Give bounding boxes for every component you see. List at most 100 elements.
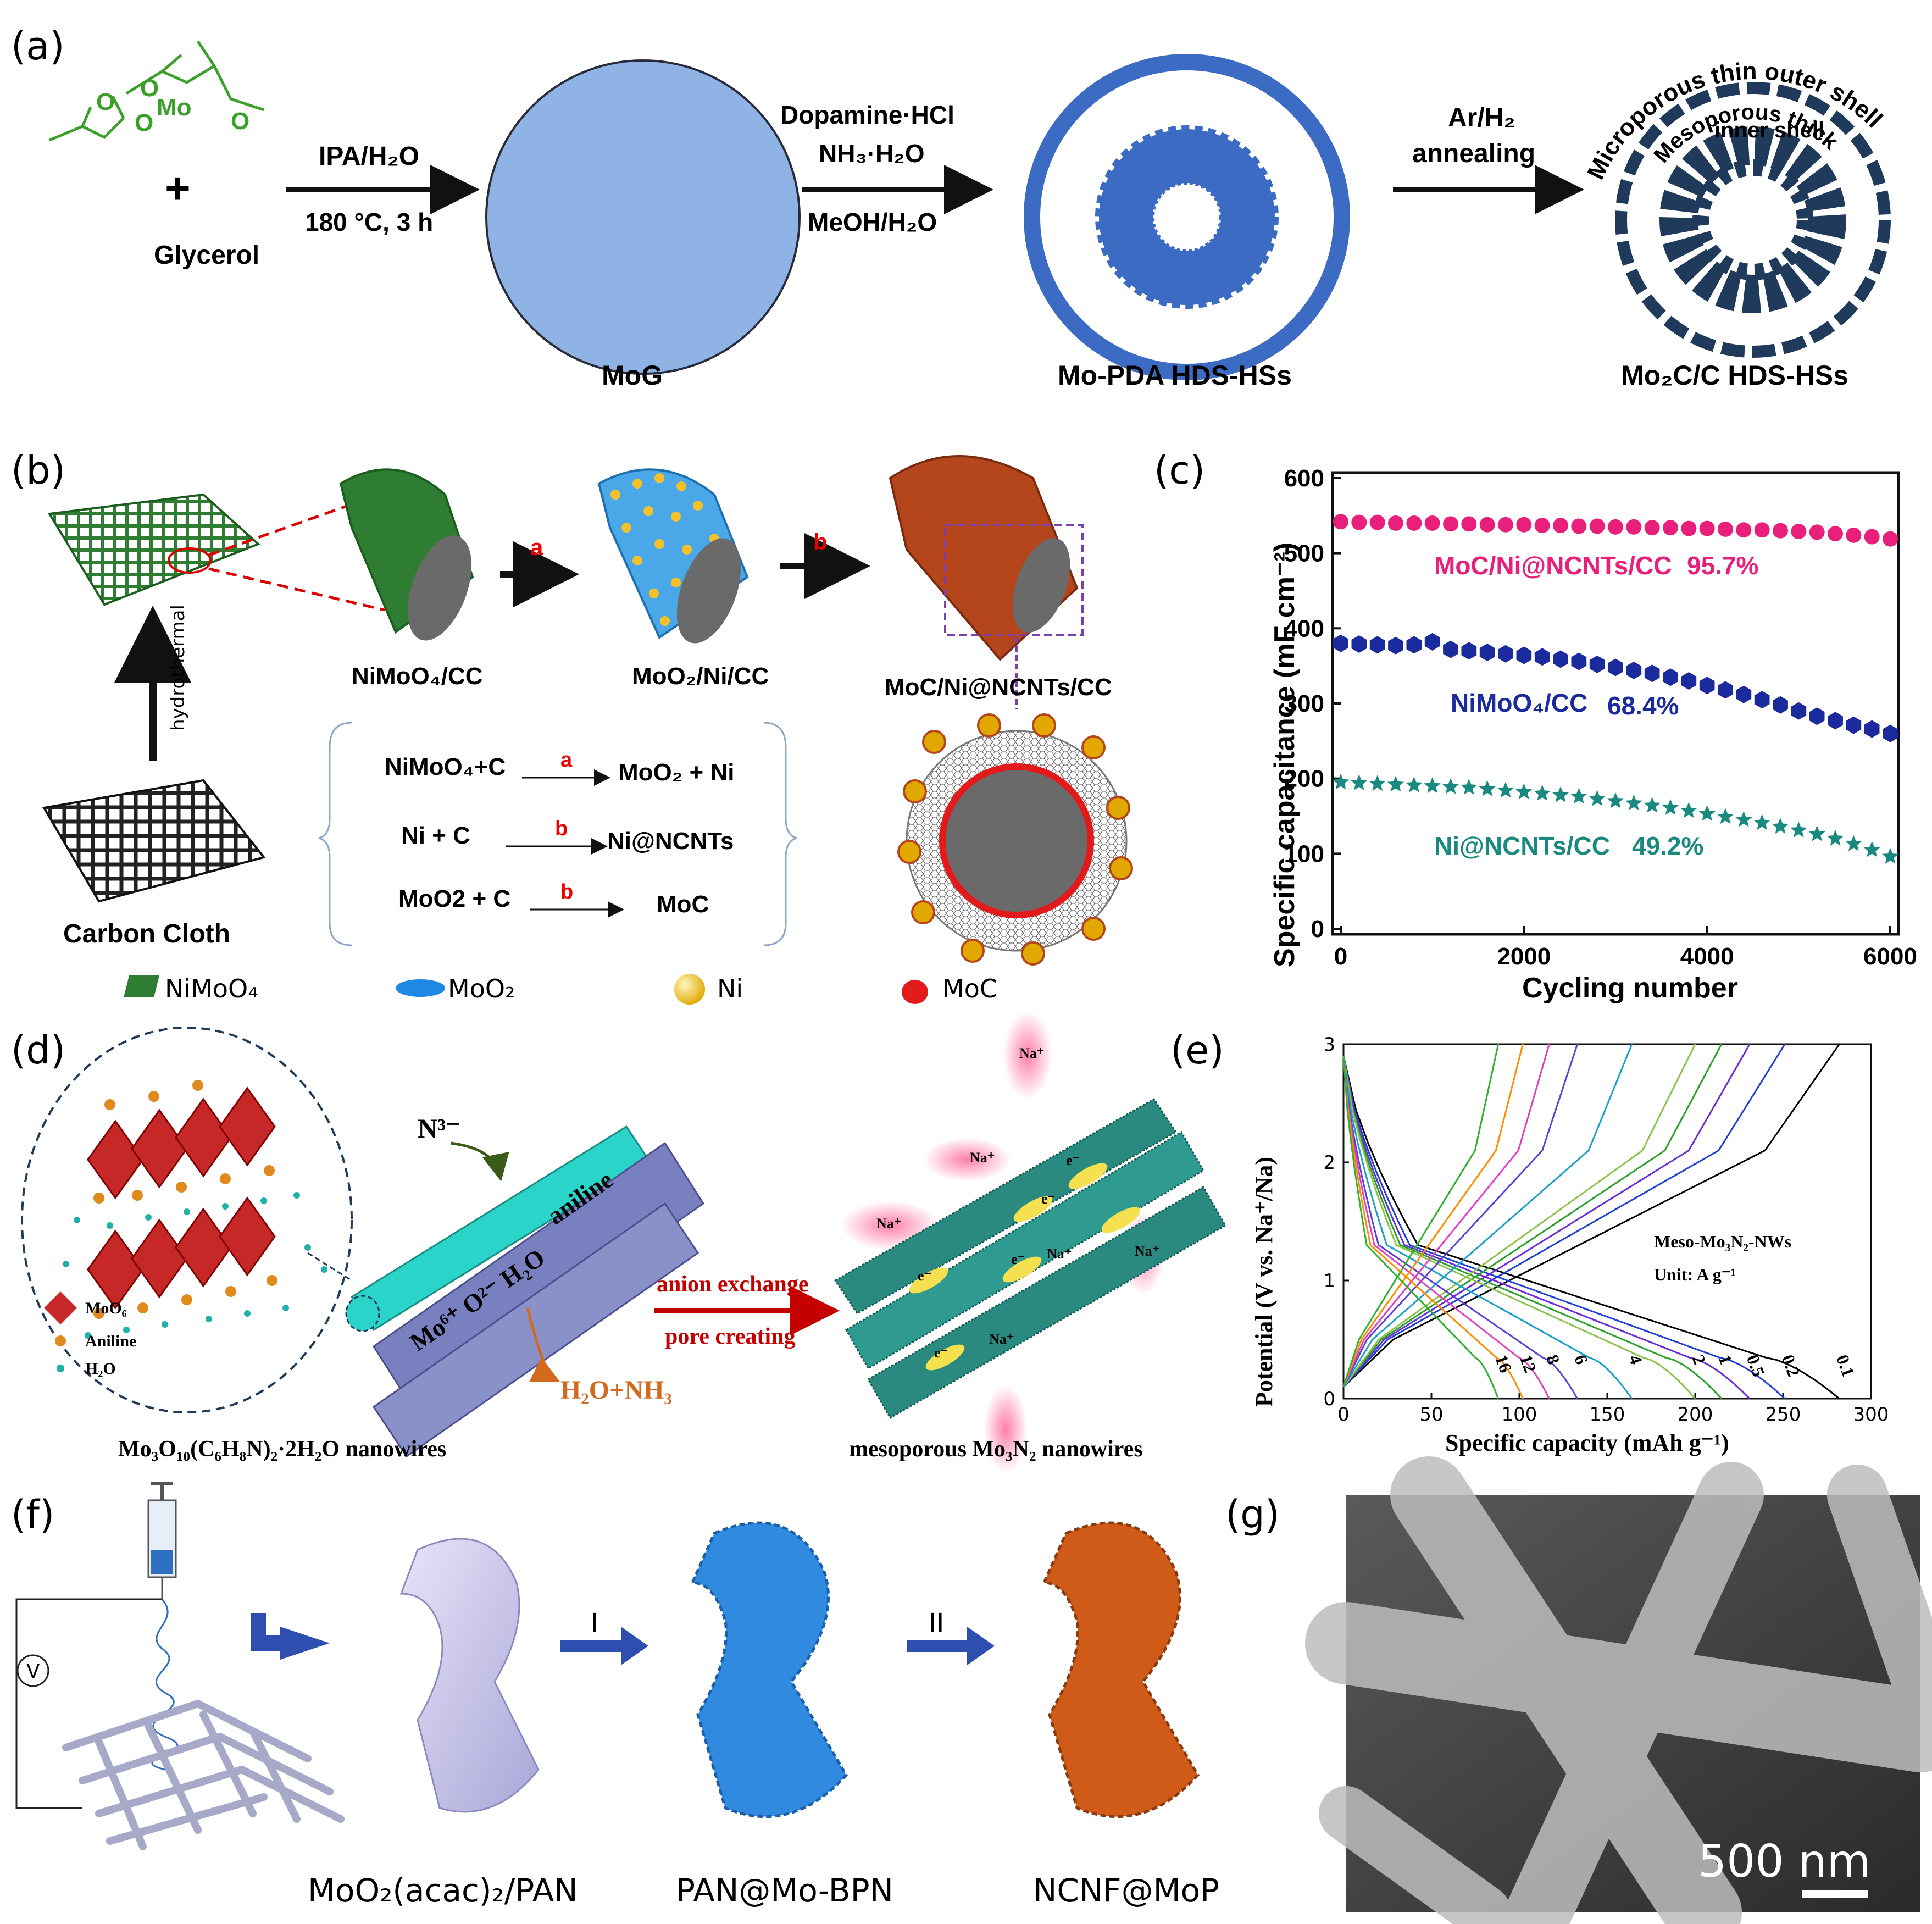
c-point-nimoo4 — [1663, 668, 1678, 686]
c-point-ni — [1461, 779, 1478, 795]
e-x-tick-label: 50 — [1419, 1404, 1443, 1426]
c-point-moc — [1828, 526, 1843, 542]
c-y-tick-label: 0 — [1311, 916, 1324, 942]
nimoo4-fiber-core — [407, 535, 472, 641]
c-x-tick-label: 4000 — [1680, 943, 1734, 970]
electrospinning-setup: V — [15, 1482, 345, 1850]
eq1-cond: a — [560, 748, 573, 772]
panel-d: (d) MoO₆ Aniline H₂O — [11, 1011, 1227, 1473]
c-point-nimoo4 — [1699, 677, 1715, 695]
mol-O-1: O — [96, 88, 115, 115]
e-rate-label: 6 — [1570, 1352, 1592, 1367]
c-point-ni — [1808, 825, 1825, 841]
inner-shell-label-2: inner shell — [1714, 118, 1824, 142]
ncnt-cross-section — [897, 713, 1133, 966]
e-rate-label: 12 — [1516, 1352, 1541, 1375]
e-x-tick-label: 100 — [1502, 1404, 1537, 1426]
c-point-ni — [1607, 792, 1624, 808]
e-x-tick-label: 200 — [1678, 1404, 1713, 1426]
na-ion-3: Na⁺ — [876, 1216, 902, 1232]
c-point-moc — [1663, 520, 1678, 536]
c-point-moc — [1883, 531, 1898, 547]
e-charge-curve — [1342, 1044, 1696, 1388]
c-data-points — [1332, 514, 1899, 864]
c-point-moc — [1754, 522, 1770, 538]
c-point-ni — [1753, 814, 1770, 830]
c-y-tick-label: 500 — [1284, 540, 1324, 567]
c-point-nimoo4 — [1589, 655, 1605, 673]
panel-label-b: (b) — [11, 448, 65, 493]
crystal-zoom-ellipse — [21, 1027, 353, 1413]
c-point-nimoo4 — [1626, 661, 1642, 679]
e-rate-label: 0.5 — [1743, 1352, 1769, 1379]
na-ion-1: Na⁺ — [1019, 1045, 1045, 1061]
e-discharge-curve — [1342, 1056, 1696, 1399]
e-plot-frame — [1342, 1043, 1872, 1400]
c-point-ni — [1790, 822, 1807, 838]
c-point-nimoo4 — [1608, 658, 1623, 677]
mog-label: MoG — [602, 360, 663, 391]
legend-h2o-swatch — [57, 1365, 64, 1372]
e-discharge-curve — [1342, 1056, 1550, 1399]
eq2-right: Ni@NCNTs — [607, 828, 734, 855]
panel-a: (a) O O Mo O O + Glycerol IPA/H₂O 180 °C… — [11, 24, 1891, 391]
c-y-tick-label: 600 — [1284, 465, 1324, 492]
c-point-ni — [1589, 790, 1606, 806]
c-point-moc — [1791, 524, 1807, 540]
e-x-tick-label: 300 — [1853, 1404, 1889, 1426]
na-ion-2: Na⁺ — [970, 1150, 995, 1166]
c-point-moc — [1388, 515, 1403, 531]
arrow-f-2-head — [967, 1627, 995, 1665]
e-discharge-curve — [1342, 1056, 1524, 1399]
eq3-cond: b — [560, 880, 573, 903]
e-y-tick-label: 0 — [1323, 1388, 1335, 1410]
hydrothermal-label: hydrothermal — [167, 605, 189, 731]
c-point-moc — [1424, 515, 1440, 531]
carbon-cloth-mesh — [42, 779, 266, 903]
eq3-right: MoC — [657, 891, 709, 918]
c-y-tick-label: 300 — [1284, 690, 1324, 717]
e-charge-curve — [1342, 1044, 1840, 1388]
legend-moo2-label: MoO₂ — [448, 974, 515, 1003]
mog-sphere — [485, 59, 801, 375]
c-point-moc — [1333, 514, 1348, 530]
c-point-moc — [1699, 520, 1715, 536]
c-point-ni — [1552, 786, 1569, 802]
c-point-ni — [1881, 847, 1899, 864]
e-discharge-curve — [1342, 1056, 1499, 1399]
c-point-nimoo4 — [1828, 712, 1843, 730]
electron-5: e⁻ — [934, 1345, 948, 1361]
pan-mobpn-fiber — [690, 1521, 848, 1818]
c-point-nimoo4 — [1369, 636, 1385, 654]
c-point-moc — [1406, 515, 1422, 531]
c-point-nimoo4 — [1736, 685, 1752, 703]
c-y-tick-label: 100 — [1284, 840, 1324, 867]
c-point-nimoo4 — [1406, 636, 1422, 654]
c-y-axis-label: Specific capacitance (mF cm⁻²) — [1269, 542, 1301, 967]
pan-mobpn-label: PAN@Mo-BPN — [676, 1872, 893, 1909]
ni-particles — [610, 473, 719, 626]
arrow-f-2-label: II — [929, 1608, 944, 1639]
eq2-cond: b — [555, 817, 568, 840]
c-point-moc — [1644, 520, 1660, 536]
e-x-tick-label: 250 — [1766, 1404, 1801, 1426]
c-retention-ni: 49.2% — [1632, 831, 1703, 860]
c-point-moc — [1461, 516, 1477, 532]
c-point-ni — [1845, 835, 1862, 851]
c-point-nimoo4 — [1864, 720, 1880, 738]
brace-left — [318, 722, 352, 946]
panel-b: (b) hydrothermal Carbon Cloth NiMoO₄/CC … — [11, 448, 1133, 1005]
c-point-ni — [1387, 775, 1404, 792]
c-point-ni — [1424, 777, 1441, 794]
c-point-nimoo4 — [1443, 640, 1458, 658]
mo2c-label: Mo₂C/C HDS-HSs — [1621, 360, 1848, 391]
panel-label-g: (g) — [1225, 1492, 1280, 1537]
legend-aniline-swatch — [55, 1335, 66, 1346]
ncnf-mop-fiber — [1042, 1521, 1200, 1818]
c-point-ni — [1625, 794, 1642, 811]
glycerol-label: Glycerol — [154, 241, 259, 270]
na-ion-5: Na⁺ — [1135, 1243, 1160, 1259]
pan-fiber-label: MoO₂(acac)₂/PAN — [308, 1872, 578, 1909]
